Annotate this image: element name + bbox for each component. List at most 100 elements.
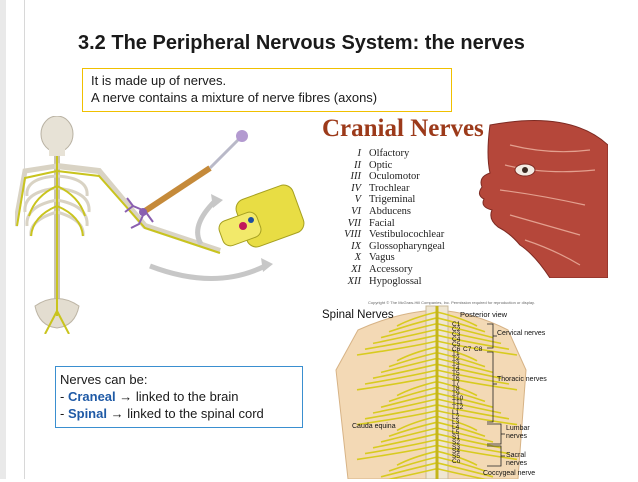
cranial-nerve-number: IV [351,182,361,194]
vertebra-label: T12 [452,404,464,412]
vertebra-label: S5 [452,453,460,461]
vertebra-label: C2 [452,325,461,333]
spinal-nerve-branch [380,322,438,339]
cranial-nerve-name: Oculomotor [369,171,420,183]
cranial-nerve-number: I [357,148,362,159]
vertebra-label: T8 [452,384,460,392]
spinal-nerve-branch [388,317,438,333]
spinal-nerve-branch [388,456,438,472]
intro-box: It is made up of nerves. A nerve contain… [82,68,452,112]
cranial-nerve-number: II [354,159,361,171]
vertebra-label: L1 [452,409,460,417]
vertebra-label: T6 [452,374,460,382]
spinal-nerve-branch [436,351,486,368]
spinal-nerve-branch [436,346,478,362]
spinal-nerve-branch [380,357,438,374]
spinal-nerve-branch [436,438,510,455]
spinal-nerve-branch [436,328,502,345]
nerve-type-keyword: Spinal [67,406,107,421]
vertebra-label: S2 [452,438,460,446]
cranial-nerve-name: Olfactory [369,148,410,159]
vertebra-label: T4 [452,365,460,373]
cranial-nerve-number: III [350,171,362,183]
cranial-nerve-name: Trochlear [369,182,410,194]
cranial-nerve-number: VII [347,217,361,229]
cranial-nerve-name: Glossopharyngeal [369,240,445,252]
vertebra-label: C5 [452,340,461,348]
spinal-nerve-branch [396,311,438,327]
vertebra-label: L4 [452,423,460,431]
cranial-nerve-row: III Oculomotor [335,171,445,183]
cranial-nerve-number: VI [351,205,361,217]
cranial-nerve-name: Abducens [369,205,411,217]
spinal-nerve-branch [356,375,438,391]
vertebra-label: T11 [452,399,463,407]
spinal-nerve-branch [436,427,494,443]
vertebra-label: L3 [452,419,460,426]
sacral-label: Sacral nerves [506,452,528,467]
vertebra-label: T10 [452,394,464,402]
vertebra-label: T1 [452,350,460,358]
spinal-nerve-branch [436,369,510,385]
cranial-nerve-name: Hypoglossal [369,275,422,287]
cranial-nerve-number: X [354,252,361,264]
spinal-nerve-branch [396,415,438,432]
spinal-nerve-branch [436,398,502,414]
vertebra-label: S3 [452,443,460,451]
nerve-types-heading: Nerves can be: [60,372,148,387]
nerve-type-item: - Craneal → linked to the brain [60,388,298,405]
slide-frame-edge [0,0,6,479]
vertebra-label: C3 [452,330,461,338]
spinal-nerve-branch [436,467,488,479]
nerve-bundle-figure [218,184,305,248]
cranial-nerve-row: VI Abducens [335,206,445,218]
spinal-nerve-branch [396,450,438,466]
slide-title: 3.2 The Peripheral Nervous System: the n… [78,32,525,54]
vertebra-label: T9 [452,389,460,397]
spinal-nerve-branch [372,328,438,345]
cauda-equina-label: Cauda equina [352,423,396,430]
vertebra-label: C6 [452,345,461,353]
nerve-type-text: linked to the brain [132,389,239,404]
spinal-nerve-branch [436,392,494,408]
spinal-nerve-branch [436,421,486,437]
spinal-nerve-branch [396,380,438,397]
cranial-face-illustration [478,120,608,278]
spinal-nerve-branch [356,444,438,461]
spinal-nerve-branch [436,404,510,420]
figure-copyright: Copyright © The McGraw-Hill Companies, I… [368,300,535,305]
spinal-nerve-branch [380,427,438,443]
skeleton-nerve-illustration [15,116,305,334]
item-prefix: - [60,389,68,404]
cranial-nerve-row: VII Facial [335,218,445,230]
arrow-icon: → [119,389,133,404]
spinal-nerve-branch [436,311,478,327]
cranial-nerve-row: II Optic [335,160,445,172]
spinal-nerve-branch [372,433,438,449]
vertebra-label: S1 [452,433,460,441]
vertebra-label: T3 [452,360,460,368]
vertebra-label: C1 [452,321,461,328]
cranial-nerve-row: IV Trochlear [335,183,445,195]
arrow-icon: → [110,406,124,421]
thoracic-label: Thoracic nerves [497,376,547,383]
cranial-nerve-number: V [354,194,361,206]
spinal-nerve-branch [364,438,438,455]
spinal-nerve-branch [436,334,510,350]
spinal-nerve-branch [436,317,486,333]
spinal-nerve-branch [436,322,494,339]
vertebra-label: S4 [452,448,460,456]
spinal-nerve-branch [388,421,438,437]
vertebra-label: T7 [452,379,460,387]
spinal-nerve-branch [436,357,494,374]
cranial-nerve-number: VIII [344,229,361,241]
spinal-nerve-branch [436,444,518,461]
vertebra-label: L2 [452,414,460,422]
cervical-label: Cervical nerves [497,330,546,337]
cranial-nerve-name: Optic [369,159,393,171]
cranial-nerve-name: Facial [369,217,395,229]
item-prefix: - [60,406,68,421]
